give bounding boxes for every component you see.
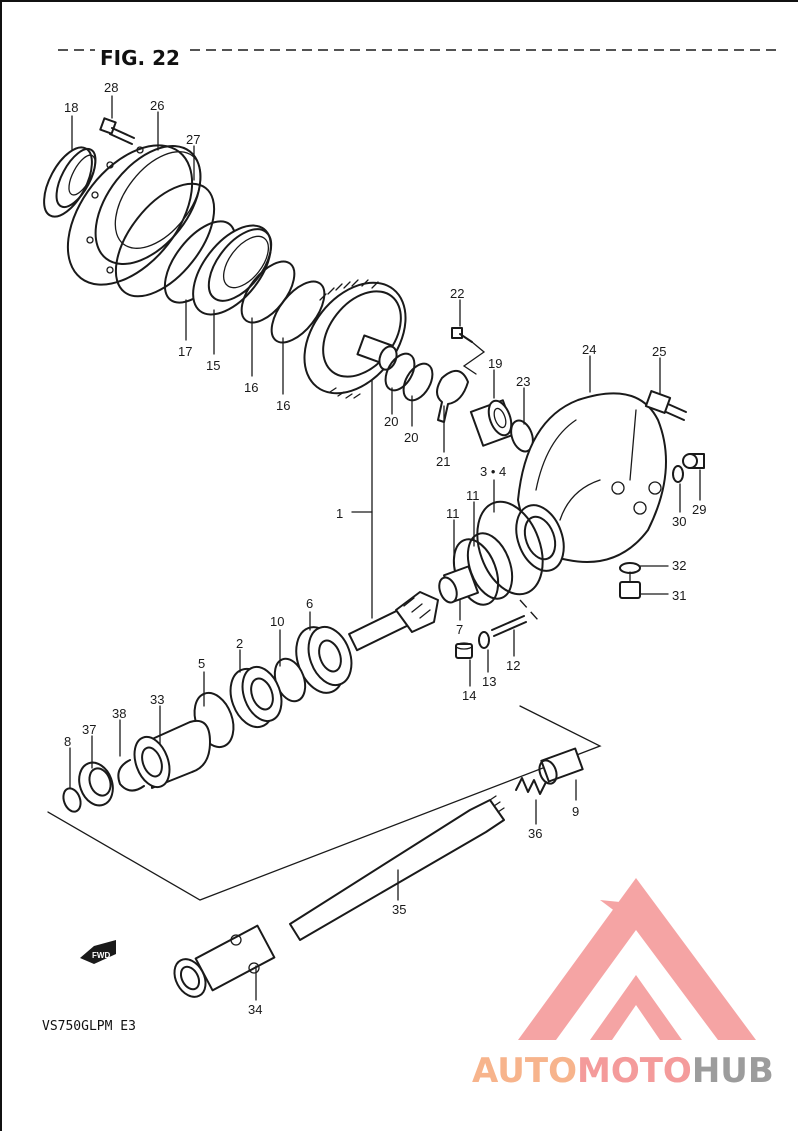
part-24-final-gear-case bbox=[515, 392, 667, 572]
label-part-19: 19 bbox=[488, 356, 502, 371]
label-part-24: 24 bbox=[582, 342, 596, 357]
label-part-36: 36 bbox=[528, 826, 542, 841]
svg-text:AUTOMOTOHUB: AUTOMOTOHUB bbox=[472, 1051, 774, 1091]
part-9-bushing bbox=[538, 747, 584, 785]
label-part-9: 9 bbox=[572, 804, 579, 819]
part-19-bearing bbox=[469, 399, 517, 447]
label-part-2: 2 bbox=[236, 636, 243, 651]
label-part-33: 33 bbox=[150, 692, 164, 707]
watermark-moto: MOTO bbox=[577, 1051, 692, 1091]
label-part-17: 17 bbox=[178, 344, 192, 359]
part-29-plug bbox=[682, 453, 705, 469]
label-part-12: 12 bbox=[506, 658, 520, 673]
part-35-propeller-shaft bbox=[289, 795, 505, 941]
label-part-15: 15 bbox=[206, 358, 220, 373]
label-part-28: 28 bbox=[104, 80, 118, 95]
part-28-bolt bbox=[99, 117, 135, 145]
watermark-text: AUTOMOTOHUB bbox=[472, 1051, 774, 1091]
part-38-circlip bbox=[117, 759, 145, 792]
part-6-bearing bbox=[295, 625, 353, 694]
label-part-11-b: 11 bbox=[466, 488, 480, 503]
label-part-23: 23 bbox=[516, 374, 530, 389]
label-part-37: 37 bbox=[82, 722, 96, 737]
watermark-logo bbox=[518, 878, 756, 1040]
label-part-18: 18 bbox=[64, 100, 78, 115]
part-1-ring-gear bbox=[303, 279, 407, 399]
part-34-universal-joint bbox=[173, 924, 276, 998]
label-part-25: 25 bbox=[652, 344, 666, 359]
part-20-washer-b bbox=[402, 362, 434, 402]
label-part-32: 32 bbox=[672, 558, 686, 573]
watermark-auto: AUTO bbox=[472, 1051, 577, 1091]
part-2-nut bbox=[229, 665, 283, 729]
part-36-spring bbox=[515, 777, 547, 795]
part-30-gasket bbox=[672, 465, 684, 483]
part-33-coupling bbox=[133, 720, 211, 789]
label-part-26: 26 bbox=[150, 98, 164, 113]
label-part-8: 8 bbox=[64, 734, 71, 749]
part-27-o-ring bbox=[114, 182, 216, 298]
fwd-label: FWD bbox=[92, 951, 110, 960]
part-15-bearing bbox=[192, 224, 273, 316]
label-part-21: 21 bbox=[436, 454, 450, 469]
label-part-34: 34 bbox=[248, 1002, 262, 1017]
part-number-labels: 1 2 3 • 4 5 6 7 8 9 10 11 11 12 13 14 15… bbox=[64, 80, 706, 1017]
shaft-boundary bbox=[47, 705, 602, 901]
label-part-3-4: 3 • 4 bbox=[480, 464, 506, 479]
part-18-oil-seal bbox=[43, 146, 97, 218]
part-12-stud bbox=[491, 615, 527, 637]
label-part-27: 27 bbox=[186, 132, 200, 147]
part-1-bracket bbox=[351, 379, 373, 619]
part-25-stud bbox=[629, 390, 687, 481]
part-13-washer bbox=[478, 631, 490, 649]
label-part-31: 31 bbox=[672, 588, 686, 603]
part-14-nut bbox=[455, 642, 473, 659]
part-23-oil-seal bbox=[510, 419, 534, 453]
label-part-16-b: 16 bbox=[276, 398, 290, 413]
label-part-35: 35 bbox=[392, 902, 406, 917]
label-part-14: 14 bbox=[462, 688, 476, 703]
label-part-38: 38 bbox=[112, 706, 126, 721]
label-part-11-a: 11 bbox=[446, 506, 460, 521]
label-part-7: 7 bbox=[456, 622, 463, 637]
model-code: VS750GLPM E3 bbox=[42, 1019, 136, 1034]
part-16-shim-b bbox=[270, 280, 326, 344]
part-26-bearing-case bbox=[66, 144, 202, 286]
part-37-oil-seal bbox=[78, 761, 114, 807]
leader-lines bbox=[69, 95, 701, 1001]
part-7-bearing-housing bbox=[438, 565, 480, 604]
label-part-30: 30 bbox=[672, 514, 686, 529]
label-part-13: 13 bbox=[482, 674, 496, 689]
label-part-1: 1 bbox=[336, 506, 343, 521]
label-part-20-b: 20 bbox=[404, 430, 418, 445]
part-21-stopper bbox=[436, 370, 469, 423]
part-8-washer bbox=[62, 787, 82, 813]
part-31-drain-plug bbox=[619, 571, 641, 599]
label-part-5: 5 bbox=[198, 656, 205, 671]
label-part-20-a: 20 bbox=[384, 414, 398, 429]
part-22-bolt bbox=[451, 327, 486, 375]
label-part-22: 22 bbox=[450, 286, 464, 301]
figure-title: FIG. 22 bbox=[100, 46, 180, 70]
part-1-drive-pinion bbox=[348, 591, 439, 652]
label-part-10: 10 bbox=[270, 614, 284, 629]
label-part-29: 29 bbox=[692, 502, 706, 517]
part-20-washer-a bbox=[384, 352, 416, 392]
label-part-6: 6 bbox=[306, 596, 313, 611]
fwd-arrow-icon: FWD bbox=[80, 940, 116, 964]
label-part-16-a: 16 bbox=[244, 380, 258, 395]
watermark-hub: HUB bbox=[692, 1051, 774, 1091]
